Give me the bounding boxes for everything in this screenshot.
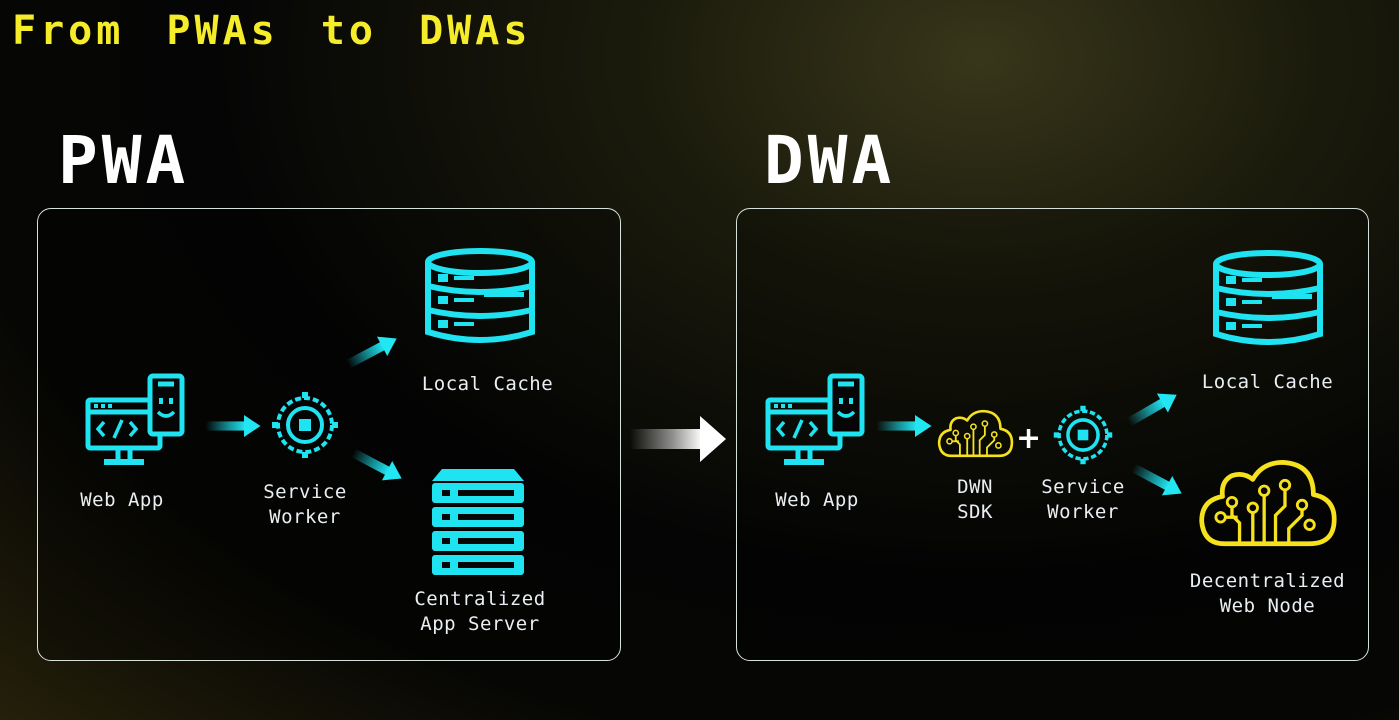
cloud-circuit-icon bbox=[1196, 454, 1338, 554]
dwa-dwn-label: Decentralized Web Node bbox=[1189, 570, 1346, 617]
dwa-dwn-sdk-label: DWN SDK bbox=[957, 476, 993, 523]
pwa-central-server-label: Centralized App Server bbox=[414, 588, 546, 635]
cloud-circuit-icon bbox=[936, 406, 1014, 462]
database-icon bbox=[1208, 250, 1328, 350]
pwa-web-app-label: Web App bbox=[80, 489, 164, 511]
web-app-icon bbox=[82, 372, 192, 472]
dwa-heading: DWA bbox=[764, 122, 896, 199]
database-icon bbox=[420, 248, 540, 348]
pwa-local-cache-label: Local Cache bbox=[421, 373, 554, 395]
plus-icon: + bbox=[1016, 421, 1042, 456]
pwa-service-worker-label: Service Worker bbox=[263, 481, 347, 528]
arrow-icon bbox=[876, 415, 932, 437]
web-app-icon bbox=[762, 372, 872, 472]
server-icon bbox=[428, 467, 528, 577]
gear-icon bbox=[1052, 404, 1114, 466]
page-title: From PWAs to DWAs bbox=[12, 8, 532, 54]
dwa-web-app-label: Web App bbox=[775, 489, 859, 511]
gear-icon bbox=[270, 390, 340, 460]
pwa-heading: PWA bbox=[58, 122, 190, 199]
arrow-icon bbox=[205, 415, 261, 437]
dwa-local-cache-label: Local Cache bbox=[1201, 371, 1334, 393]
arrow-icon bbox=[630, 416, 726, 462]
dwa-service-worker-label: Service Worker bbox=[1041, 476, 1125, 523]
